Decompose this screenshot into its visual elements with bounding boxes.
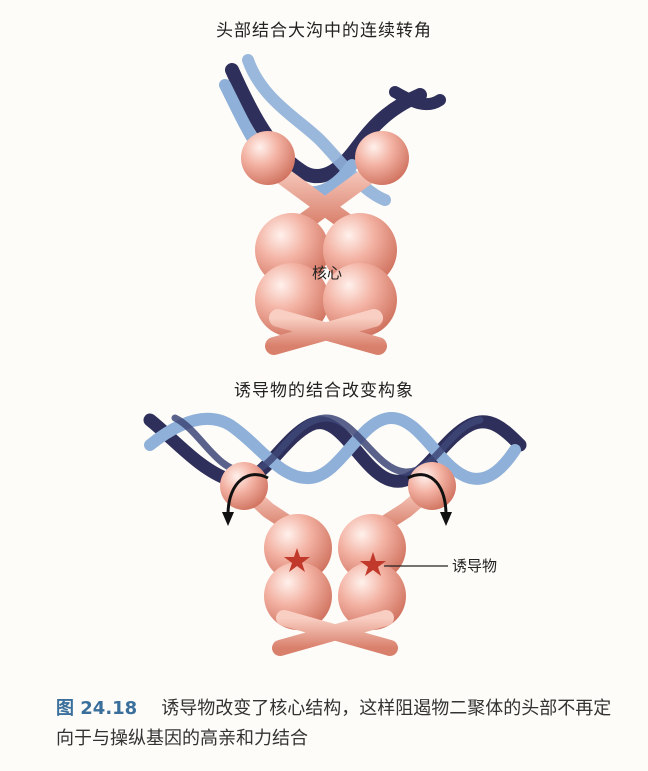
top-diagram-title: 头部结合大沟中的连续转角: [216, 21, 432, 41]
repressor-figure: 核心 诱导物: [143, 54, 527, 656]
top-right-head-sphere: [355, 131, 409, 185]
bottom-core-sphere: [338, 514, 406, 582]
inducer-star-icon: [284, 548, 310, 572]
inducer-star-icon: [360, 552, 386, 576]
bottom-dna-helix: [143, 412, 527, 488]
right-rotation-arrow-icon: [407, 473, 448, 516]
bottom-core-sphere: [264, 514, 332, 582]
figure-number: 图 24.18: [56, 698, 138, 719]
top-repressor-dimer: 核心: [241, 131, 409, 355]
bottom-left-head-sphere: [220, 462, 268, 510]
inducer-label: 诱导物: [452, 557, 497, 575]
core-label: 核心: [312, 264, 342, 282]
bottom-diagram-title: 诱导物的结合改变构象: [234, 381, 414, 401]
bottom-right-head-sphere: [408, 462, 456, 510]
bottom-repressor-dimer: 诱导物: [220, 462, 497, 656]
left-rotation-arrow-icon: [226, 473, 269, 516]
figure-caption-text: 诱导物改变了核心结构，这样阻遏物二聚体的头部不再定向于与操纵基因的高亲和力结合: [56, 698, 612, 749]
top-left-head-sphere: [241, 131, 295, 185]
